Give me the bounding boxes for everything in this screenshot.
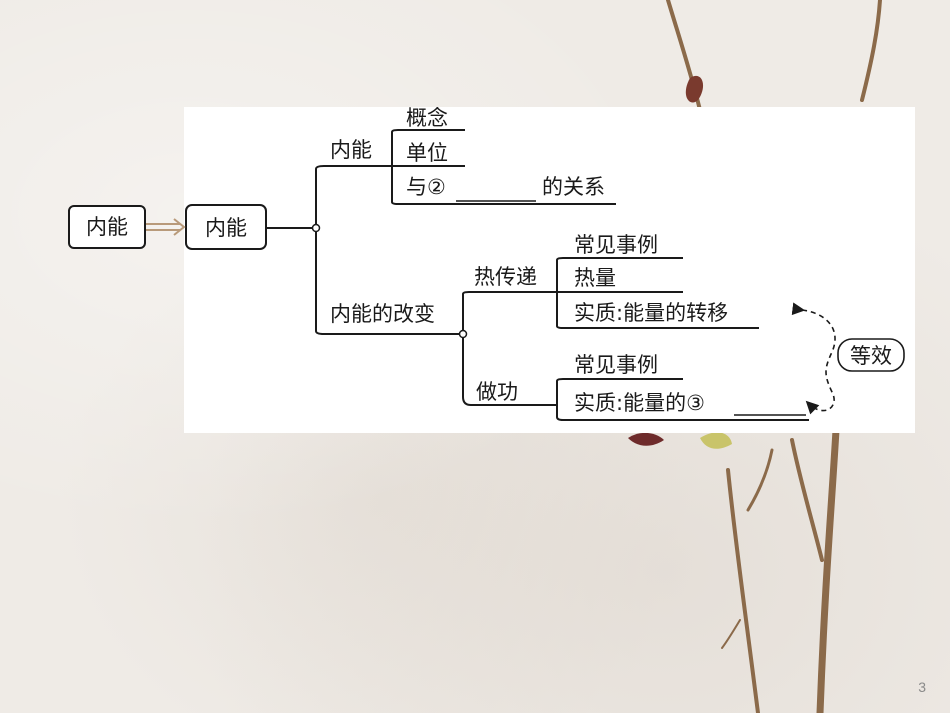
item-relation-suffix: 的关系 — [542, 175, 605, 199]
hub-label: 内能 — [205, 216, 247, 240]
sub-branch-doing-work: 做功 — [476, 380, 518, 404]
item-heat-examples: 常见事例 — [574, 233, 658, 257]
branch-label-internal-energy: 内能 — [330, 138, 372, 162]
internal-energy-mind-map: 内能 — [185, 107, 905, 421]
junction-dot — [458, 329, 468, 339]
equivalence-curve-arrow — [791, 302, 836, 415]
equivalence-label: 等效 — [850, 344, 892, 368]
item-work-examples: 常见事例 — [574, 353, 658, 377]
connector-lines — [266, 129, 809, 421]
item-work-essence: 实质:能量的③ — [574, 391, 705, 415]
item-relation-prefix: 与② — [406, 175, 446, 199]
item-concept: 概念 — [406, 107, 448, 130]
branch-label-change-of-internal-energy: 内能的改变 — [330, 302, 435, 326]
equivalence-box — [837, 338, 905, 372]
item-heat-quantity: 热量 — [574, 266, 616, 290]
item-heat-essence: 实质:能量的转移 — [574, 301, 728, 325]
mind-map-panel: 内能 — [184, 107, 915, 433]
item-unit: 单位 — [406, 141, 448, 165]
sub-branch-heat-transfer: 热传递 — [474, 265, 537, 289]
page-number: 3 — [918, 679, 926, 695]
junction-dot — [311, 223, 321, 233]
